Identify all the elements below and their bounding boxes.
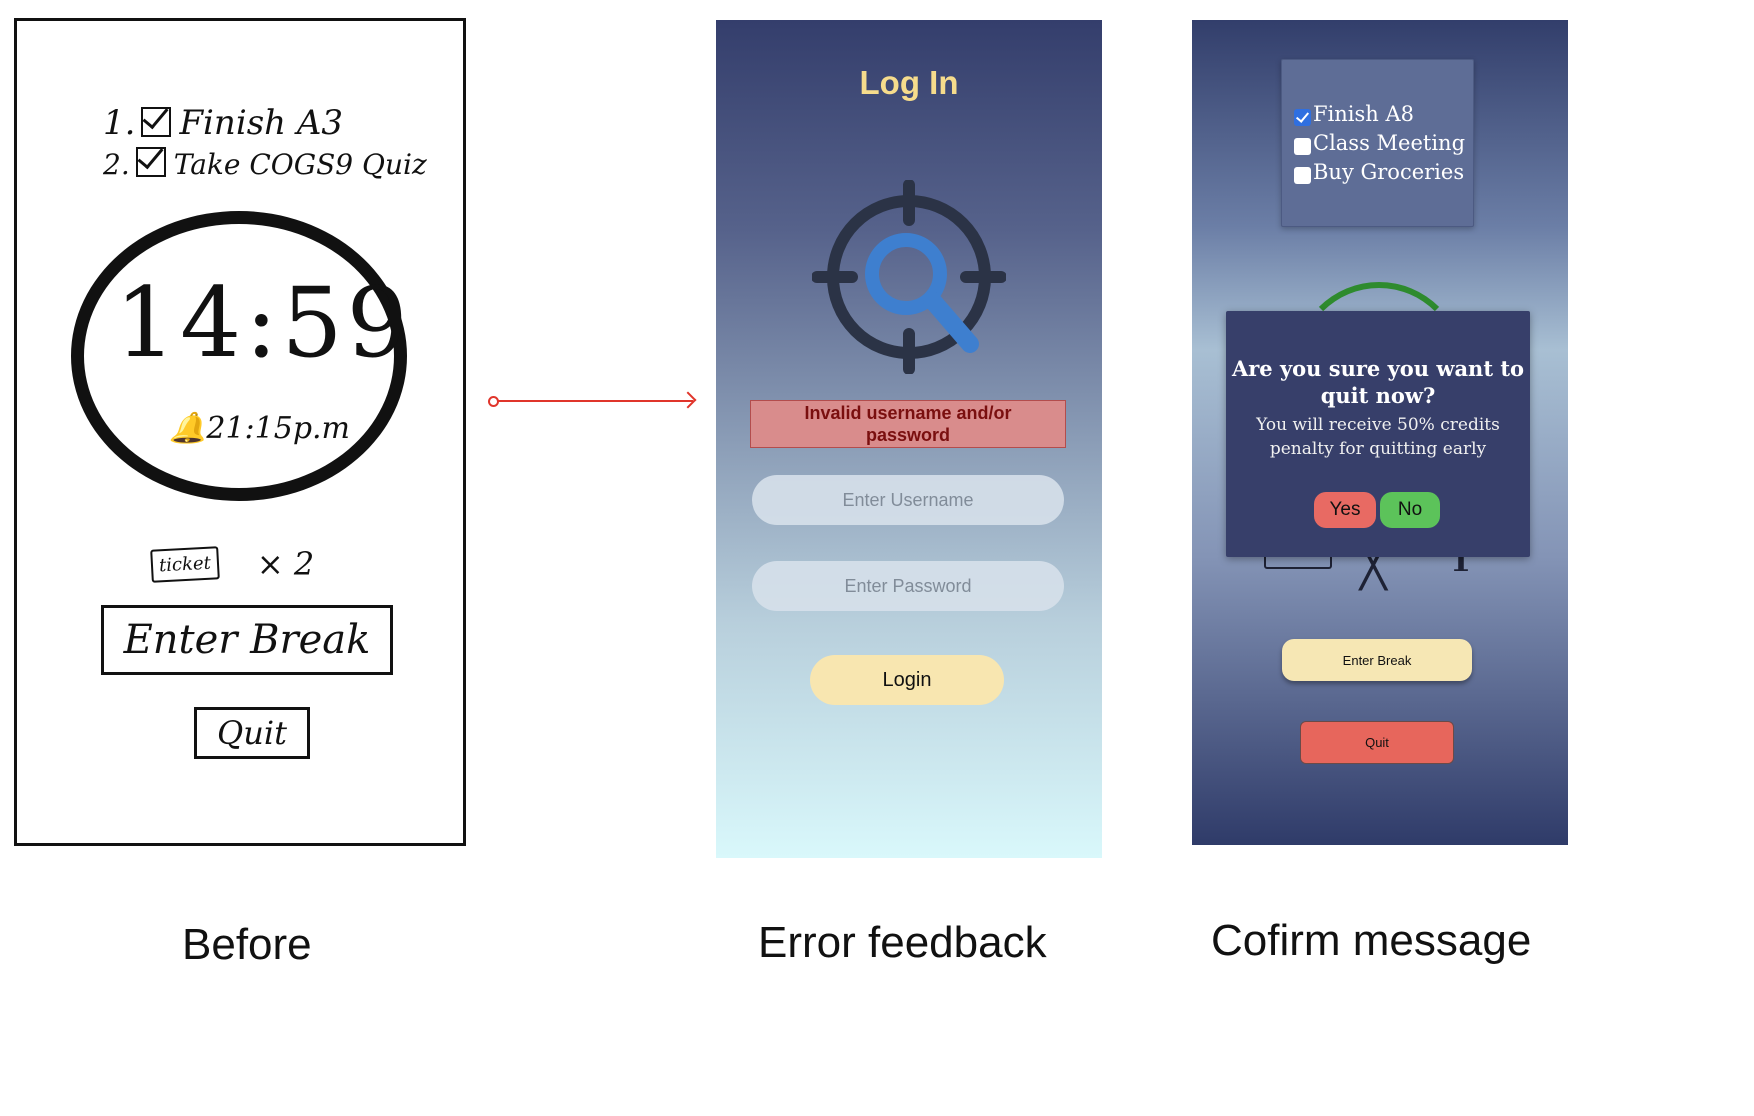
login-error-message: Invalid username and/or password	[750, 400, 1066, 448]
sketch-todo-1-label: Finish A3	[179, 103, 344, 143]
bell-icon: 🔔	[169, 411, 207, 446]
password-input[interactable]	[752, 561, 1064, 611]
todo-item-label: Buy Groceries	[1313, 160, 1465, 184]
sketch-ticket-row: ticket × 2	[150, 545, 315, 583]
sketch-enter-break-button[interactable]: Enter Break	[101, 605, 393, 675]
sketch-todo-2-number: 2.	[103, 148, 130, 181]
sketch-timer: 14:59	[115, 267, 412, 379]
dialog-message: You will receive 50% credits penalty for…	[1256, 415, 1500, 459]
checkbox-checked-icon[interactable]	[1294, 109, 1311, 126]
ticket-icon: ticket	[150, 545, 220, 583]
sketch-ticket-count: × 2	[256, 545, 315, 583]
sketch-todo-2: 2. Take COGS9 Quiz	[103, 147, 427, 181]
login-screen: Log In Invalid username and/or password …	[716, 20, 1102, 858]
checkbox-icon[interactable]	[1294, 138, 1311, 155]
sketch-alarm: 🔔21:15p.m	[169, 411, 350, 446]
checkbox-icon[interactable]	[1294, 167, 1311, 184]
yes-button[interactable]: Yes	[1314, 492, 1376, 528]
login-button[interactable]: Login	[810, 655, 1004, 705]
login-title: Log In	[859, 64, 959, 101]
sketch-checkbox-icon	[141, 107, 172, 137]
todo-item-label: Class Meeting	[1313, 131, 1466, 155]
no-button[interactable]: No	[1380, 492, 1440, 528]
sketch-todo-1-number: 1.	[103, 103, 136, 143]
dialog-title: Are you sure you want to quit now?	[1231, 356, 1525, 408]
timer-progress-ring	[1294, 282, 1464, 452]
todo-item[interactable]: Buy Groceries	[1294, 158, 1473, 187]
caption-before: Before	[182, 920, 312, 969]
username-input[interactable]	[752, 475, 1064, 525]
sketch-todo-2-label: Take COGS9 Quiz	[173, 148, 427, 181]
confirm-screen: Finish A8 Class Meeting Buy Groceries ╳ …	[1192, 20, 1568, 845]
target-search-icon	[812, 180, 1006, 374]
quit-confirm-dialog: Are you sure you want to quit now? You w…	[1226, 311, 1530, 557]
enter-break-button[interactable]: Enter Break	[1282, 639, 1472, 681]
todo-item-label: Finish A8	[1313, 102, 1415, 126]
sketch-alarm-time: 21:15p.m	[206, 411, 351, 446]
caption-confirm-message: Cofirm message	[1211, 916, 1532, 965]
sketch-wireframe: 1. Finish A3 2. Take COGS9 Quiz 14:59 🔔21:…	[14, 18, 466, 846]
flow-arrow-line	[495, 400, 693, 402]
flow-arrow-start	[488, 396, 499, 407]
caption-error-feedback: Error feedback	[758, 918, 1047, 967]
sketch-quit-button[interactable]: Quit	[194, 707, 310, 759]
quit-button[interactable]: Quit	[1300, 721, 1454, 764]
todo-item[interactable]: Finish A8	[1294, 100, 1473, 129]
flow-arrow-head	[679, 391, 697, 409]
todo-item[interactable]: Class Meeting	[1294, 129, 1473, 158]
sketch-todo-1: 1. Finish A3	[103, 103, 343, 143]
sketch-checkbox-icon	[135, 147, 166, 177]
todo-list: Finish A8 Class Meeting Buy Groceries	[1281, 59, 1474, 227]
